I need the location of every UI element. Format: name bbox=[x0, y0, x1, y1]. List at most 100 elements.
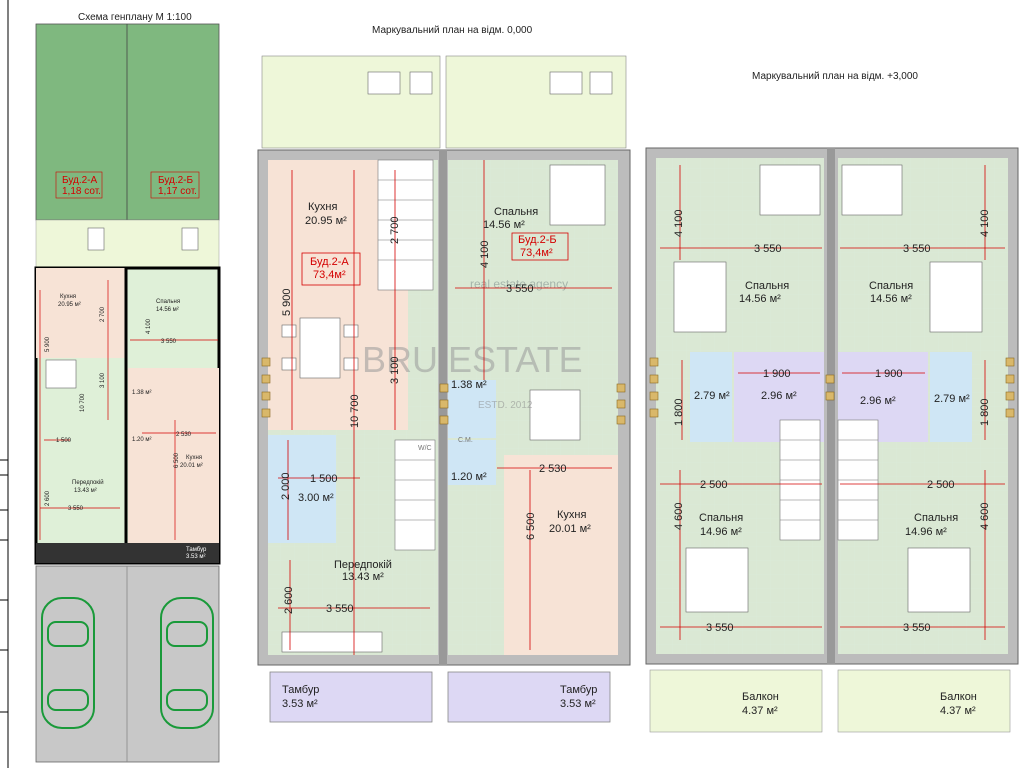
bath-a-area bbox=[268, 435, 336, 543]
site-plan-title: Схема генплану М 1:100 bbox=[78, 12, 192, 23]
site-dim-2530: 2 530 bbox=[176, 432, 192, 438]
column-markers bbox=[261, 357, 1015, 425]
hall-name: Передпокій bbox=[334, 559, 392, 571]
site-plan bbox=[34, 23, 221, 763]
bath-l-area: 2.79 м² bbox=[694, 390, 730, 402]
site-bedroom-name: Спальня bbox=[156, 299, 180, 305]
ground-plan-title: Маркувальний план на відм. 0,000 bbox=[372, 25, 533, 36]
site-tambour-area: 3.53 м² bbox=[186, 554, 205, 560]
dim-2700: 2 700 bbox=[389, 216, 401, 244]
unit-a-name: Буд.2-А bbox=[310, 256, 349, 268]
bed-tl-name: Спальня bbox=[745, 280, 789, 292]
dim-1500: 1 500 bbox=[310, 473, 338, 485]
upper-bath-l bbox=[690, 352, 732, 442]
dim-2600: 2 600 bbox=[283, 586, 295, 614]
dim-2000: 2 000 bbox=[280, 472, 292, 500]
plot-b-area: 1,17 сот. bbox=[158, 186, 197, 197]
site-bedroom-area: 14.56 м² bbox=[156, 307, 179, 313]
dim-4100-r: 4 100 bbox=[979, 209, 991, 237]
dim-2500-l: 2 500 bbox=[700, 479, 728, 491]
site-dim-4100: 4 100 bbox=[146, 318, 152, 334]
bed-br-area: 14.96 м² bbox=[905, 526, 947, 538]
dim-6500: 6 500 bbox=[525, 512, 537, 540]
brand-watermark: real estate agency BRU ESTATE ESTD. 2012 bbox=[362, 277, 583, 411]
balcony-l-name: Балкон bbox=[742, 691, 779, 703]
bed-bl-area: 14.96 м² bbox=[700, 526, 742, 538]
stairs-icon bbox=[377, 159, 436, 551]
site-tambour-name: Тамбур bbox=[186, 547, 207, 553]
closet-area-label: 1.20 м² bbox=[451, 471, 487, 483]
svg-text:real estate agency: real estate agency bbox=[470, 277, 568, 291]
site-dim-6500: 6 500 bbox=[174, 452, 180, 468]
dim-3550b: 3 550 bbox=[506, 283, 534, 295]
kitchen-b-name: Кухня bbox=[557, 509, 586, 521]
dim-3550-tr: 3 550 bbox=[903, 243, 931, 255]
kitchen-a-area-label: 20.95 м² bbox=[305, 215, 347, 227]
tambour-a-area-label: 3.53 м² bbox=[282, 698, 318, 710]
kitchen-b-area bbox=[504, 455, 618, 655]
dining-table-icon bbox=[281, 71, 613, 653]
balcony-l-area-label: 4.37 м² bbox=[742, 705, 778, 717]
upper-dimension-lines bbox=[660, 165, 1005, 640]
site-dim-2700: 2 700 bbox=[100, 306, 106, 322]
site-hall-area: 13.43 м² bbox=[74, 488, 97, 494]
car-icon bbox=[41, 597, 95, 729]
site-hall-name: Передпокій bbox=[72, 479, 104, 486]
balcony-l-area bbox=[649, 669, 823, 733]
site-lawn bbox=[35, 23, 220, 221]
site-small2: 1.20 м² bbox=[132, 437, 151, 443]
dim-4600-r: 4 600 bbox=[979, 502, 991, 530]
site-small1: 1.38 м² bbox=[132, 390, 151, 396]
dim-2500-r: 2 500 bbox=[927, 479, 955, 491]
svg-text:BRU ESTATE: BRU ESTATE bbox=[362, 339, 583, 380]
bedroom-area: 14.56 м² bbox=[483, 219, 525, 231]
bed-tr-area: 14.56 м² bbox=[870, 293, 912, 305]
upper-plan-title: Маркувальний план на відм. +3,000 bbox=[752, 71, 918, 82]
balcony-r-area-label: 4.37 м² bbox=[940, 705, 976, 717]
bedroom-name: Спальня bbox=[494, 206, 538, 218]
balcony-r-name: Балкон bbox=[940, 691, 977, 703]
site-dim-10700: 10 700 bbox=[80, 393, 86, 412]
tambour-b-area-label: 3.53 м² bbox=[560, 698, 596, 710]
site-dim-1500: 1 500 bbox=[56, 438, 72, 444]
closet-area bbox=[448, 440, 496, 485]
stairs-icon bbox=[779, 419, 879, 541]
bed-tl-area: 14.56 м² bbox=[739, 293, 781, 305]
site-plan-labels: Буд.2-А 1,18 сот. Буд.2-Б 1,17 сот. Кухн… bbox=[45, 171, 207, 560]
tambour-b-area bbox=[447, 671, 611, 723]
dim-5900: 5 900 bbox=[281, 288, 293, 316]
kitchen-a-name: Кухня bbox=[308, 201, 337, 213]
site-dim-5900: 5 900 bbox=[45, 336, 51, 352]
dim-1900-r: 1 900 bbox=[875, 368, 903, 380]
dim-2530: 2 530 bbox=[539, 463, 567, 475]
plot-a-name: Буд.2-А bbox=[62, 175, 98, 186]
site-dim-3550b: 3 550 bbox=[161, 339, 177, 345]
wc-area bbox=[448, 380, 496, 438]
bed-bl-name: Спальня bbox=[699, 512, 743, 524]
plot-b-name: Буд.2-Б bbox=[158, 175, 194, 186]
site-parking bbox=[35, 565, 220, 763]
hall-area: 13.43 м² bbox=[342, 571, 384, 583]
dim-1800-l: 1 800 bbox=[673, 398, 685, 426]
dim-4600-l: 4 600 bbox=[673, 502, 685, 530]
upper-bath-r bbox=[930, 352, 972, 442]
bed-tr-name: Спальня bbox=[869, 280, 913, 292]
site-kitchen-b-name: Кухня bbox=[186, 455, 202, 461]
unit-a-area: 73,4м² bbox=[313, 269, 346, 281]
dim-3550-bl: 3 550 bbox=[706, 622, 734, 634]
wc-area-label: 1.38 м² bbox=[451, 379, 487, 391]
dim-1900-l: 1 900 bbox=[763, 368, 791, 380]
site-kitchen-a-area: 20.95 м² bbox=[58, 302, 81, 308]
site-kitchen-b-area: 20.01 м² bbox=[180, 463, 203, 469]
balcony-r-area bbox=[837, 669, 1011, 733]
ground-dimension-lines bbox=[278, 160, 612, 655]
site-dim-2600: 2 600 bbox=[45, 490, 51, 506]
dim-3550-tl: 3 550 bbox=[754, 243, 782, 255]
bath-a-area-label: 3.00 м² bbox=[298, 492, 334, 504]
dim-4100: 4 100 bbox=[479, 240, 491, 268]
site-entrance-strip bbox=[36, 543, 219, 563]
cm-fixture-label: C.M. bbox=[458, 437, 473, 444]
unit-b-name: Буд.2-Б bbox=[518, 234, 557, 246]
dim-3550: 3 550 bbox=[326, 603, 354, 615]
